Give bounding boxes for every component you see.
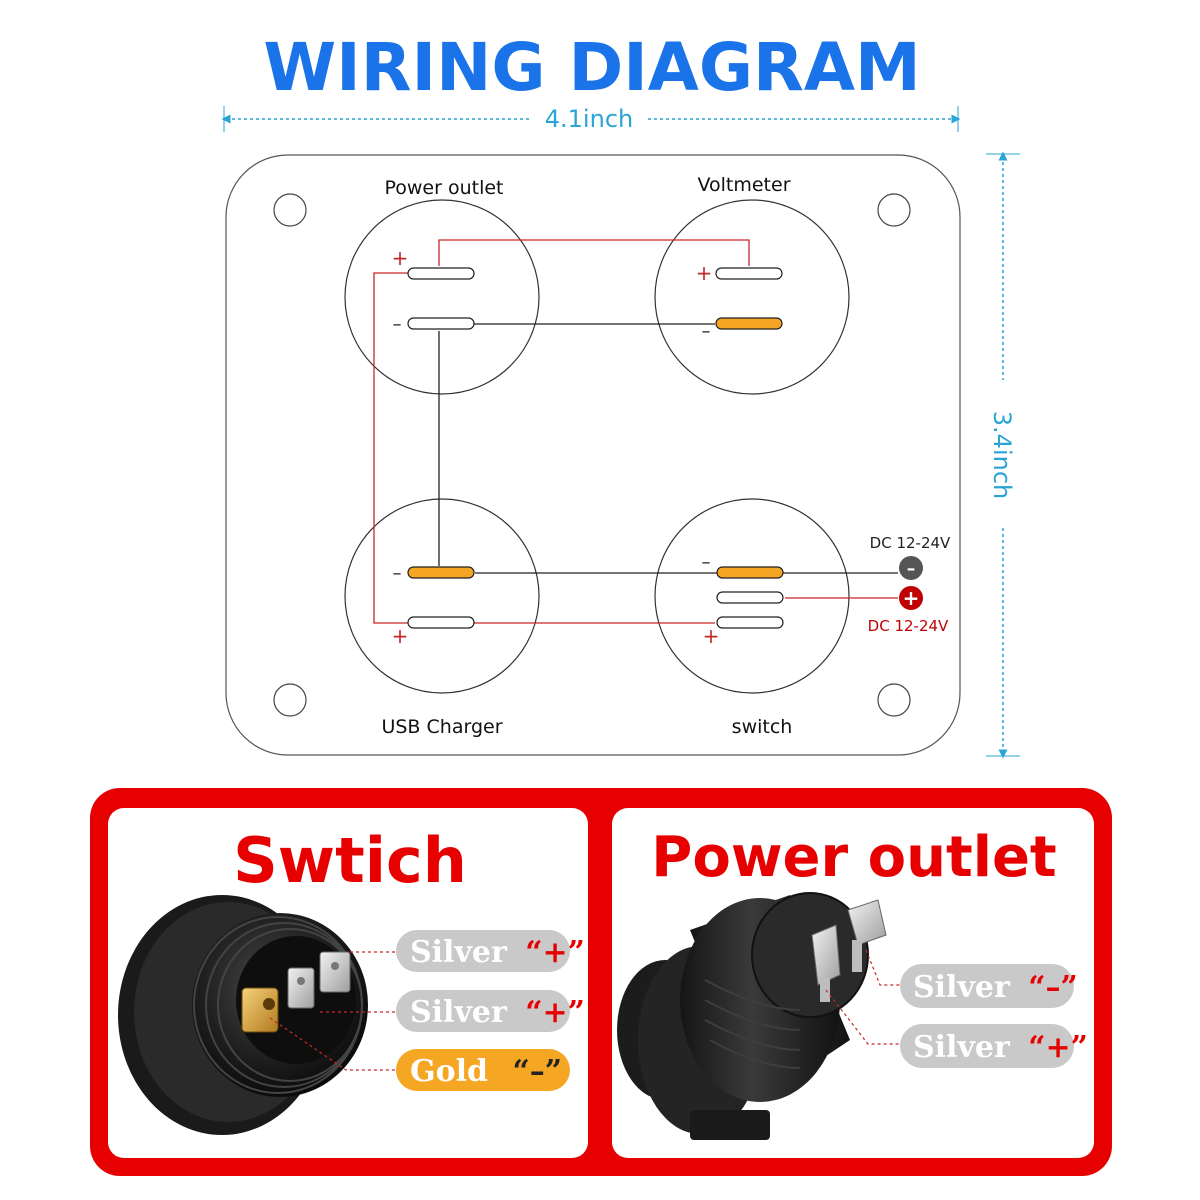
height-label: 3.4inch bbox=[988, 411, 1016, 499]
pill-silver bbox=[900, 964, 1074, 1008]
pin-name: Silver bbox=[913, 1030, 1011, 1065]
usb-negative-terminal bbox=[407, 566, 475, 579]
power-outlet-card-heading: Power outlet bbox=[651, 825, 1056, 890]
panel-outline bbox=[225, 154, 961, 756]
outlet-tab-positive bbox=[811, 924, 841, 986]
power-outlet-plus-mark: + bbox=[392, 246, 409, 270]
switch-gold-terminal bbox=[241, 987, 279, 1033]
voltmeter-minus-mark: – bbox=[702, 321, 711, 342]
width-label: 4.1inch bbox=[545, 105, 633, 133]
outlet-thread-lines bbox=[704, 979, 801, 1069]
power-outlet-positive-terminal bbox=[407, 267, 475, 280]
switch-card-heading: Swtich bbox=[233, 824, 467, 897]
pill-silver bbox=[900, 1024, 1074, 1068]
svg-text:Gold “–”: Gold “–” bbox=[410, 1054, 562, 1089]
pill-silver bbox=[396, 930, 570, 972]
svg-text:Silver “+”: Silver “+” bbox=[913, 1030, 1088, 1065]
svg-text:Silver “–”: Silver “–” bbox=[913, 970, 1078, 1005]
switch-positive-terminal bbox=[716, 616, 784, 629]
usb-charger-label: USB Charger bbox=[381, 716, 502, 738]
pin-name: Gold bbox=[410, 1054, 488, 1089]
power-outlet-socket bbox=[344, 199, 540, 395]
width-dimension: 4.1inch bbox=[221, 105, 961, 133]
dc-negative-symbol: – bbox=[907, 559, 916, 579]
switch-silver-terminal-2 bbox=[319, 951, 351, 993]
power-outlet-card: Power outlet bbox=[612, 808, 1094, 1158]
outlet-leader-lines bbox=[825, 949, 902, 1045]
voltmeter-label: Voltmeter bbox=[697, 174, 790, 196]
voltmeter-plus-mark: + bbox=[696, 261, 713, 285]
outlet-pin-silver-positive: Silver “+” bbox=[900, 1024, 1088, 1068]
outlet-tab-negative-base bbox=[852, 940, 862, 972]
dc-negative-icon bbox=[899, 556, 923, 580]
power-outlet-negative-terminal bbox=[407, 317, 475, 330]
negative-wiring bbox=[438, 323, 898, 574]
usb-minus-mark: – bbox=[393, 563, 402, 584]
positive-wiring bbox=[373, 239, 898, 624]
voltmeter-socket bbox=[654, 199, 850, 395]
pin-name: Silver bbox=[913, 970, 1011, 1005]
switch-card: Swtich bbox=[108, 808, 588, 1158]
pin-sign: “+” bbox=[525, 995, 585, 1030]
switch-pin-gold: Gold “–” bbox=[396, 1049, 570, 1091]
outlet-tab-negative bbox=[847, 899, 887, 946]
red-wire-outlet-to-switch bbox=[373, 272, 715, 624]
pill-silver bbox=[396, 990, 570, 1032]
power-outlet-minus-mark: – bbox=[393, 314, 402, 335]
switch-minus-mark: – bbox=[702, 552, 711, 573]
switch-product-image bbox=[118, 895, 368, 1135]
mount-hole-top-left bbox=[273, 193, 307, 227]
usb-charger-socket bbox=[344, 498, 540, 694]
mount-hole-bottom-right bbox=[877, 683, 911, 717]
pin-name: Silver bbox=[410, 935, 508, 970]
height-dimension: 3.4inch bbox=[986, 151, 1020, 759]
pin-sign: “+” bbox=[525, 935, 585, 970]
usb-plus-mark: + bbox=[392, 624, 409, 648]
power-outlet-product-image bbox=[617, 892, 887, 1140]
voltmeter-negative-terminal bbox=[715, 317, 783, 330]
pin-sign: “–” bbox=[1028, 970, 1078, 1005]
power-outlet-label: Power outlet bbox=[384, 177, 503, 199]
switch-pin-silver-1: Silver “+” bbox=[396, 930, 585, 972]
outlet-bracket bbox=[690, 1110, 770, 1140]
pin-sign: “–” bbox=[512, 1054, 562, 1089]
switch-plus-mark: + bbox=[703, 624, 720, 648]
mount-hole-bottom-left bbox=[273, 683, 307, 717]
switch-pin-silver-2: Silver “+” bbox=[396, 990, 585, 1032]
switch-thread-rings bbox=[193, 916, 363, 1094]
usb-positive-terminal bbox=[407, 616, 475, 629]
dc-negative-label: DC 12-24V bbox=[870, 534, 951, 552]
dc-positive-icon bbox=[899, 586, 923, 610]
pin-name: Silver bbox=[410, 995, 508, 1030]
mount-hole-top-right bbox=[877, 193, 911, 227]
switch-gold-terminal-hole bbox=[263, 998, 275, 1010]
switch-silver-terminal-1 bbox=[287, 967, 315, 1009]
outlet-tab-positive-base bbox=[820, 978, 830, 1002]
voltmeter-positive-terminal bbox=[715, 267, 783, 280]
switch-panel: Power outlet Voltmeter USB Charger switc… bbox=[225, 154, 961, 756]
switch-label: switch bbox=[732, 716, 793, 738]
switch-negative-terminal bbox=[716, 566, 784, 579]
switch-leader-lines bbox=[269, 951, 398, 1071]
page-title: WIRING DIAGRAM bbox=[263, 29, 920, 106]
red-wire-outlet-to-voltmeter bbox=[438, 239, 750, 266]
outlet-rear-face bbox=[751, 892, 869, 1018]
outlet-pin-silver-negative: Silver “–” bbox=[900, 964, 1078, 1008]
svg-text:Silver “+”: Silver “+” bbox=[410, 935, 585, 970]
dc-positive-symbol: + bbox=[903, 586, 920, 610]
svg-text:Silver “+”: Silver “+” bbox=[410, 995, 585, 1030]
dc-positive-label: DC 12-24V bbox=[868, 617, 949, 635]
pin-sign: “+” bbox=[1028, 1030, 1088, 1065]
switch-middle-terminal bbox=[716, 591, 784, 604]
pill-gold bbox=[396, 1049, 570, 1091]
